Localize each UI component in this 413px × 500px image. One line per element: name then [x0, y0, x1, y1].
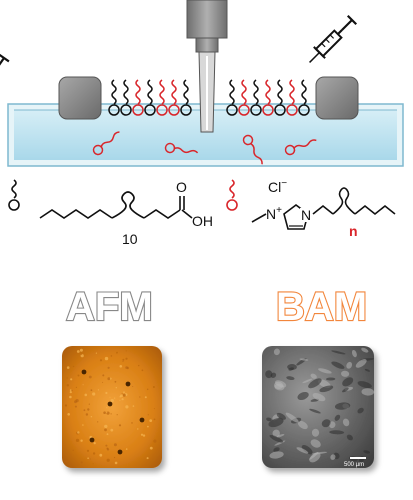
dissolved-ionic-liquid: [164, 142, 199, 154]
dissolved-ionic-liquid: [284, 139, 317, 156]
wilhelmy-plate[interactable]: [186, 0, 228, 133]
n-plus-label: N+: [266, 205, 282, 222]
ionic-liquid-legend: Cl− N+ N n: [226, 178, 396, 239]
afm-label: AFM: [66, 285, 153, 329]
amphiphile: [108, 79, 120, 116]
afm-image: [62, 346, 162, 468]
fatty-acid-OH: OH: [192, 213, 213, 229]
amphiphile: [180, 79, 192, 116]
barrier-right[interactable]: [315, 76, 359, 120]
fatty-acid-O: O: [176, 179, 187, 195]
chain-index-n: n: [349, 223, 358, 239]
n-label: N: [301, 207, 311, 223]
amphiphile: [250, 79, 262, 116]
dissolved-ionic-liquid: [242, 134, 263, 165]
amphiphile: [274, 79, 286, 116]
amphiphile: [286, 79, 298, 116]
lipid-symbol-black: [8, 179, 20, 211]
barrier-left[interactable]: [58, 76, 102, 120]
amphiphile: [156, 79, 168, 116]
chloride-label: Cl−: [268, 178, 287, 195]
amphiphile: [132, 79, 144, 116]
bam-label: BAM: [276, 285, 367, 329]
ionic-liquid-structure: Cl− N+ N n: [251, 178, 396, 239]
amphiphile: [120, 79, 132, 116]
monolayer: [108, 79, 310, 116]
amphiphile: [238, 79, 250, 116]
subphase-ionic-liquid: [92, 131, 317, 165]
repeat-count: 10: [122, 231, 138, 247]
syringe-icon: [0, 53, 10, 71]
amphiphile: [144, 79, 156, 116]
dissolved-ionic-liquid: [92, 131, 120, 156]
bam-image: 500 µm: [262, 346, 375, 468]
amphiphile: [168, 79, 180, 116]
amphiphile: [226, 79, 238, 116]
amphiphile: [298, 79, 310, 116]
fatty-acid-legend: O OH 10: [8, 179, 213, 247]
bam-scale-bar: 500 µm: [344, 462, 364, 468]
syringe-icon: [309, 14, 358, 63]
amphiphile: [262, 79, 274, 116]
lipid-symbol-red: [226, 179, 238, 211]
fatty-acid-structure: O OH 10: [39, 179, 213, 247]
